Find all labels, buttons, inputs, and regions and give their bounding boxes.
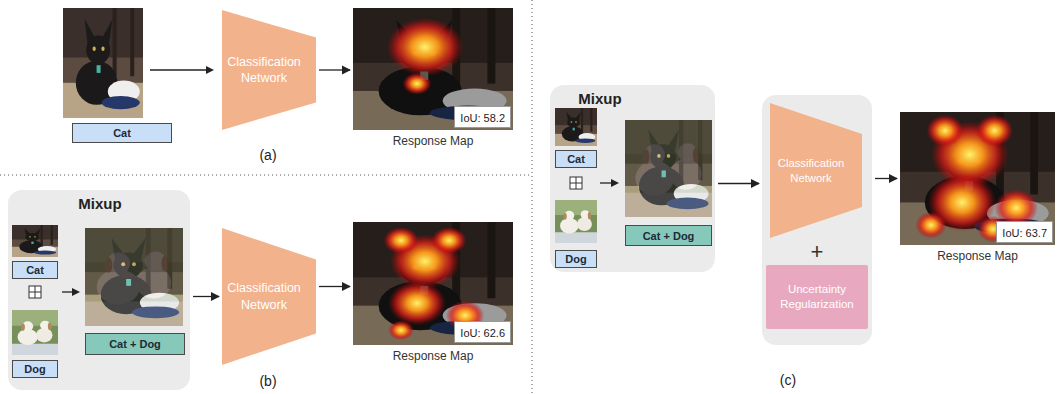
trapezoid-fill [770, 103, 862, 238]
trapezoid-fill [222, 10, 316, 130]
map-caption: Response Map [393, 349, 474, 363]
class-label: Cat [567, 153, 585, 165]
trapezoid-shape [222, 228, 316, 365]
network-label: Classification Network [226, 280, 302, 313]
regularization-box: Uncertainty Regularization [766, 265, 868, 329]
response-map: Response MapIoU: 63.7 [900, 112, 1055, 245]
mixed-label: Cat + Dog [643, 230, 695, 242]
class-label: Dog [565, 253, 586, 265]
divider-lines [0, 0, 532, 394]
network-label: Classification Network [773, 156, 849, 185]
class-label: Cat [26, 264, 44, 276]
network-trapezoid: Classification Network [222, 10, 316, 130]
group-title: Mixup [78, 195, 121, 212]
class-label: Dog [24, 363, 45, 375]
map-caption: Response Map [393, 134, 474, 148]
network-trapezoid: Classification Network [770, 103, 862, 238]
mixup-group: MixupCatDog Cat + Dog [8, 190, 190, 390]
iou-value: IoU: 63.7 [1002, 227, 1047, 239]
cat-photo [12, 8, 597, 257]
trapezoid-shape [222, 10, 316, 130]
network-trapezoid: Classification Network [222, 228, 316, 365]
regularization-label: Uncertainty Regularization [771, 282, 863, 312]
input-arrow [62, 66, 619, 296]
iou-badge: IoU: 63.7 [996, 221, 1053, 243]
network-label: Classification Network [226, 54, 302, 87]
iou-badge: IoU: 58.2 [454, 106, 511, 128]
class-label-box: Cat [12, 261, 58, 279]
trapezoid-fill [222, 228, 316, 365]
flow-arrow [875, 178, 897, 179]
class-label-box: Cat [72, 123, 172, 143]
class-label-box: Dog [12, 360, 58, 378]
group-title: Mixup [578, 90, 621, 107]
flow-arrow [718, 183, 759, 184]
flow-arrow [193, 296, 219, 297]
mixed-label-box: Cat + Dog [625, 225, 712, 246]
mixed-label-box: Cat + Dog [85, 333, 185, 355]
flow-arrow [319, 286, 350, 287]
response-map: Response MapIoU: 62.6 [353, 222, 513, 345]
group-backgrounds [8, 85, 872, 390]
mixed-label: Cat + Dog [109, 338, 161, 350]
iou-value: IoU: 58.2 [460, 112, 505, 124]
response-map: Response MapIoU: 58.2 [353, 8, 513, 130]
trapezoid-shape [770, 103, 862, 238]
class-label-box: Cat [555, 150, 597, 168]
panel-label: (a) [259, 147, 276, 163]
response-heatmap [353, 8, 1055, 345]
map-caption: Response Map [937, 249, 1018, 263]
mixup-group: MixupCatDog Cat + Dog [550, 85, 715, 272]
flow-arrow [319, 69, 350, 70]
panel-label: (c) [780, 372, 796, 388]
panel-label: (b) [259, 373, 276, 389]
class-label-box: Dog [555, 250, 597, 268]
class-label: Cat [113, 127, 131, 139]
iou-badge: IoU: 62.6 [454, 321, 511, 343]
model-group: + Classification NetworkUncertainty Regul… [762, 95, 872, 345]
plus-sign: + [811, 239, 824, 265]
iou-value: IoU: 62.6 [460, 327, 505, 339]
